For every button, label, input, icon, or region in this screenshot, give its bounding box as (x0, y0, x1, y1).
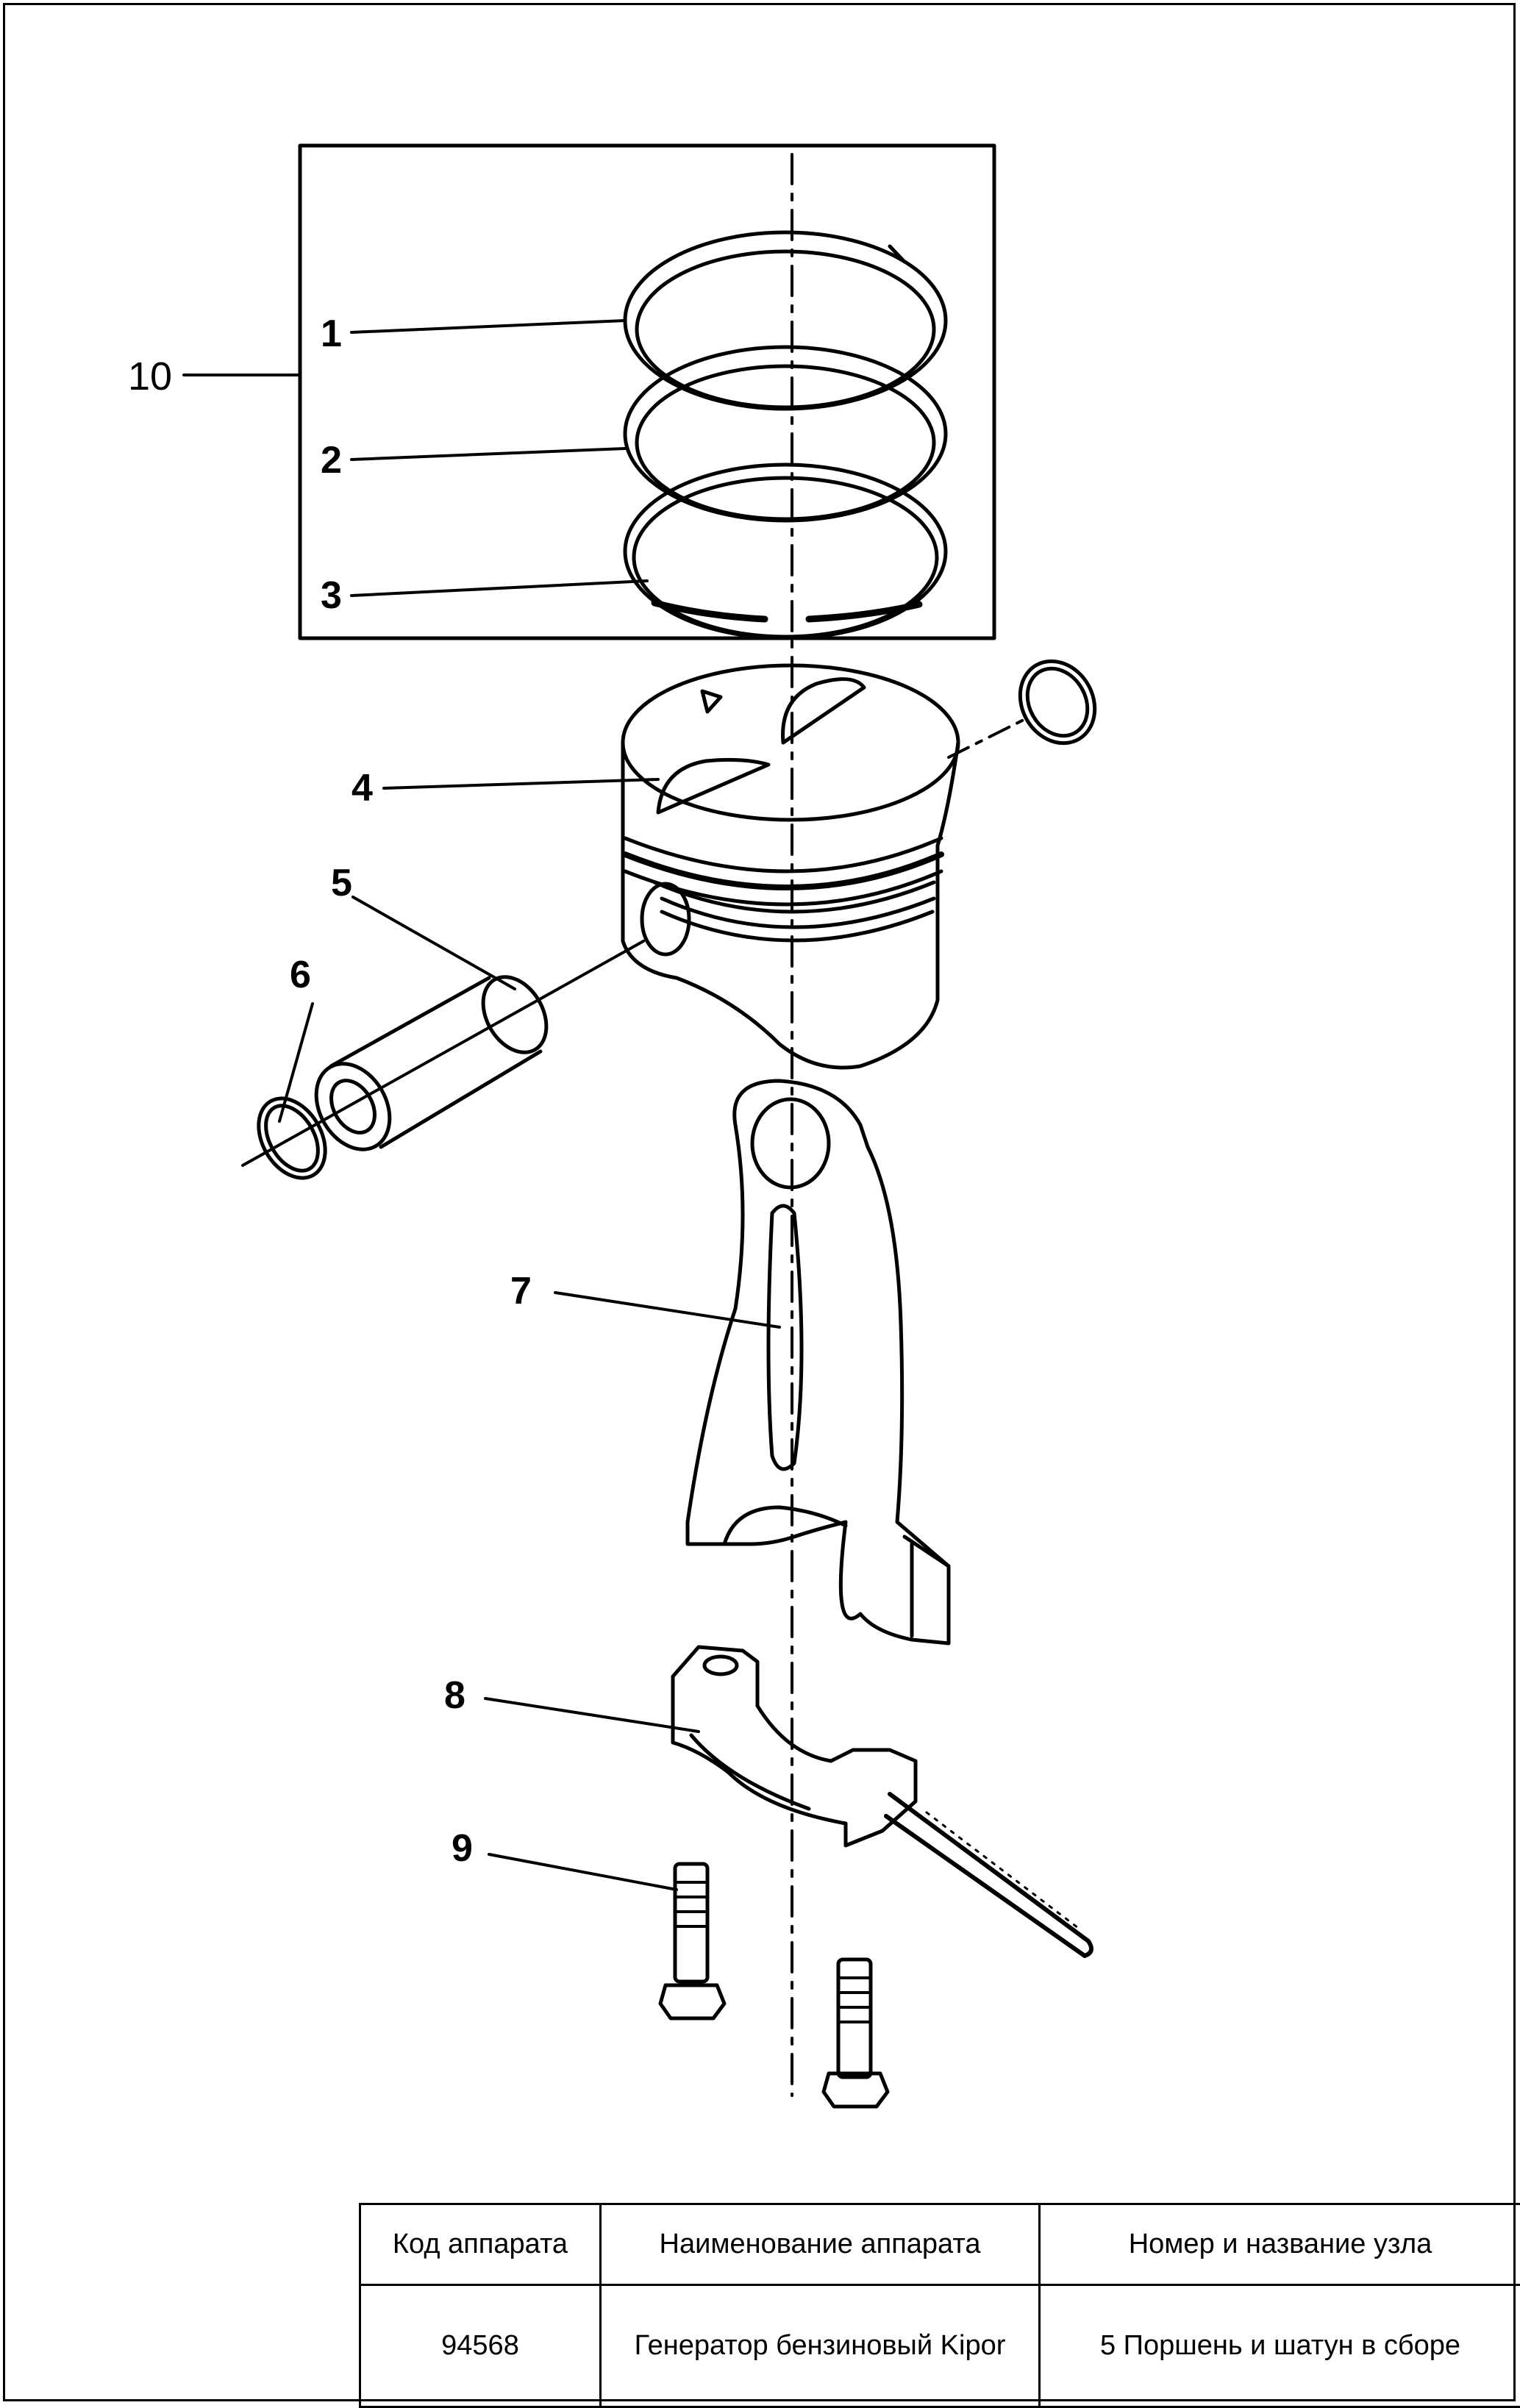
title-block-value-row: 94568 Генератор бензиновый Kipor 5 Порше… (360, 2285, 1520, 2407)
callout-3: 3 (321, 576, 342, 615)
piston-ring-1 (625, 232, 946, 409)
connecting-rod (688, 1081, 949, 1643)
value-assembly: 5 Поршень и шатун в сборе (1040, 2285, 1520, 2407)
circlip-right (1005, 648, 1109, 757)
value-device-name: Генератор бензиновый Kipor (601, 2285, 1040, 2407)
callout-2: 2 (321, 441, 342, 479)
callout-1: 1 (321, 315, 342, 353)
piston-ring-2 (625, 347, 946, 521)
rod-bolt-right (824, 1959, 888, 2107)
value-device-code: 94568 (360, 2285, 601, 2407)
callout-9: 9 (452, 1829, 473, 1868)
header-device-code: Код аппарата (360, 2204, 601, 2285)
callout-6: 6 (290, 956, 311, 994)
piston-ring-3 (625, 465, 946, 638)
title-block: Код аппарата Наименование аппарата Номер… (359, 2203, 1520, 2408)
callout-8: 8 (444, 1676, 465, 1715)
callout-4: 4 (352, 769, 373, 807)
header-assembly: Номер и название узла (1040, 2204, 1520, 2285)
header-device-name: Наименование аппарата (601, 2204, 1040, 2285)
title-block-header-row: Код аппарата Наименование аппарата Номер… (360, 2204, 1520, 2285)
callout-5: 5 (331, 864, 352, 902)
rod-bolt-long (886, 1794, 1091, 1956)
callout-7: 7 (510, 1272, 532, 1310)
connecting-rod-cap (673, 1647, 916, 1846)
callout-10: 10 (128, 357, 172, 396)
piston-pin (301, 965, 559, 1162)
